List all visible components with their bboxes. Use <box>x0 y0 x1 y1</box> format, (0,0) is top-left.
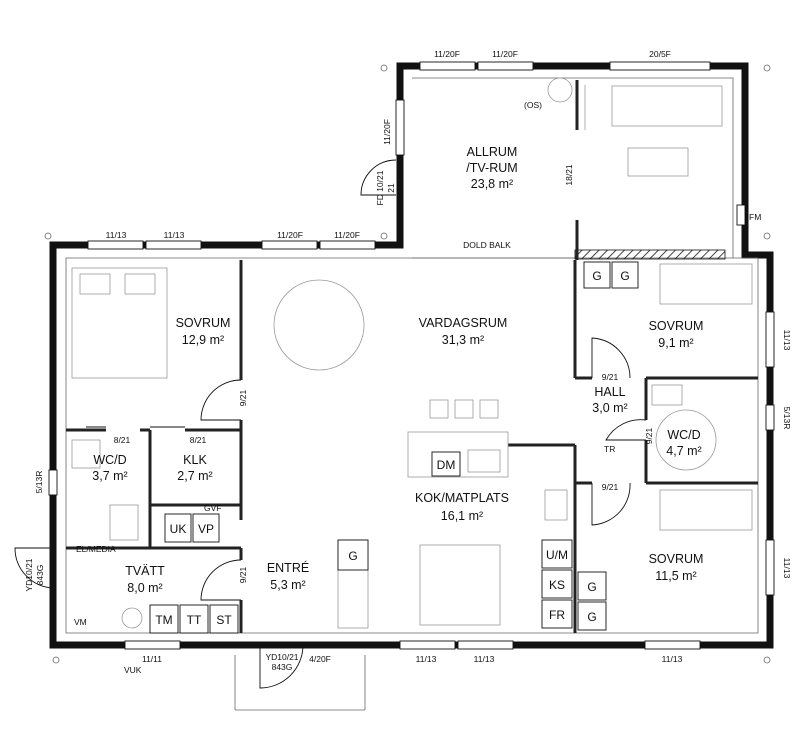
door-label: 9/21 <box>602 372 619 382</box>
allrum-area: 23,8 m² <box>471 177 513 191</box>
door-label: 9/21 <box>602 482 619 492</box>
sovrum2-area: 9,1 m² <box>658 336 693 350</box>
window-label: 5/13R <box>34 471 44 494</box>
sovrum2-name: SOVRUM <box>649 319 704 333</box>
window-label: 11/13 <box>106 230 127 240</box>
door-label: 18/21 <box>564 164 574 186</box>
appliance-label: UK <box>170 522 187 536</box>
el-media-label: EL/MEDIA <box>76 544 116 554</box>
door-label: 843G <box>35 565 45 586</box>
tvatt-area: 8,0 m² <box>127 581 162 595</box>
misc-labels: (OS) FM DOLD BALK GVF EL/MEDIA VM VUK TR <box>74 100 761 675</box>
door-label: 9/21 <box>238 389 248 406</box>
corner-markers <box>44 64 771 664</box>
sovrum3-area: 11,5 m² <box>655 569 696 583</box>
appliance-label: G <box>620 269 629 283</box>
appliance-labels: G G DM UK VP G U/M KS FR G G TM TT ST <box>155 269 629 627</box>
appliance-label: DM <box>437 458 456 472</box>
tvatt-name: TVÄTT <box>125 564 165 578</box>
hatched-beam <box>574 249 726 260</box>
sovrum1-name: SOVRUM <box>176 316 231 330</box>
window-label: 11/20F <box>492 49 518 59</box>
wcd2-area: 4,7 m² <box>666 444 701 458</box>
room-labels: ALLRUM /TV-RUM 23,8 m² SOVRUM 12,9 m² VA… <box>92 145 703 595</box>
entre-name: ENTRÉ <box>267 560 309 575</box>
door-label: FD 10/21 <box>375 170 385 205</box>
window-label: 5/13R <box>782 407 792 430</box>
appliance-label: TM <box>155 613 172 627</box>
allrum-name-line2: /TV-RUM <box>466 161 517 175</box>
dold-balk-label: DOLD BALK <box>463 240 511 250</box>
window-label: 11/20F <box>277 230 303 240</box>
entre-area: 5,3 m² <box>270 578 305 592</box>
vm-label: VM <box>74 617 87 627</box>
window-label: 11/11 <box>142 654 162 664</box>
window-label: 11/20F <box>434 49 460 59</box>
furniture <box>71 77 753 629</box>
interior-walls <box>66 80 758 633</box>
window-label: 20/5F <box>649 49 671 59</box>
doors <box>14 159 647 711</box>
appliance-boxes <box>149 204 746 634</box>
appliance-label: G <box>348 549 357 563</box>
wcd2-name: WC/D <box>667 428 700 442</box>
door-label: 843G <box>272 662 293 672</box>
wcd1-name: WC/D <box>93 453 126 467</box>
gvf-label: GVF <box>204 503 221 513</box>
appliance-label: FR <box>549 608 565 622</box>
klk-area: 2,7 m² <box>177 469 212 483</box>
door-label: 8/21 <box>114 435 131 445</box>
sovrum1-area: 12,9 m² <box>182 333 224 347</box>
window-label: 11/20F <box>334 230 360 240</box>
tr-label: TR <box>604 444 615 454</box>
appliance-label: ST <box>216 613 232 627</box>
door-label: 9/21 <box>644 427 654 444</box>
door-label: 8/21 <box>190 435 207 445</box>
sovrum3-name: SOVRUM <box>649 552 704 566</box>
window-label: 11/13 <box>782 558 792 579</box>
fm-label: FM <box>749 212 761 222</box>
hall-name: HALL <box>594 385 625 399</box>
appliance-label: G <box>592 269 601 283</box>
appliance-label: U/M <box>546 548 568 562</box>
klk-name: KLK <box>183 453 207 467</box>
appliance-label: KS <box>549 578 565 592</box>
window-label: 11/13 <box>416 654 437 664</box>
door-label: 9/21 <box>238 566 248 583</box>
window-label: 11/13 <box>662 654 683 664</box>
hall-area: 3,0 m² <box>592 401 627 415</box>
window-label: 11/13 <box>782 330 792 351</box>
vardagsrum-name: VARDAGSRUM <box>419 316 508 330</box>
appliance-label: G <box>587 580 596 594</box>
door-label: YD10/21 <box>24 558 34 591</box>
vardagsrum-area: 31,3 m² <box>442 333 484 347</box>
door-label: 21 <box>386 183 396 193</box>
window-label: 4/20F <box>309 654 331 664</box>
door-label: YD10/21 <box>265 652 298 662</box>
window-label: 11/13 <box>474 654 495 664</box>
wcd1-area: 3,7 m² <box>92 469 127 483</box>
appliance-label: TT <box>187 613 202 627</box>
kok-name: KOK/MATPLATS <box>415 491 509 505</box>
allrum-name-line1: ALLRUM <box>467 145 518 159</box>
window-labels: 11/20F 11/20F 20/5F 11/20F 11/13 11/13 1… <box>34 49 792 664</box>
os-label: (OS) <box>524 100 542 110</box>
window-label: 11/13 <box>164 230 185 240</box>
kok-area: 16,1 m² <box>441 509 483 523</box>
door-labels: FD 10/21 21 18/21 9/21 8/21 8/21 9/21 9/… <box>24 164 654 672</box>
window-label: 11/20F <box>382 119 392 145</box>
windows <box>48 61 775 650</box>
vuk-label: VUK <box>124 665 142 675</box>
appliance-label: G <box>587 610 596 624</box>
appliance-label: VP <box>198 522 214 536</box>
